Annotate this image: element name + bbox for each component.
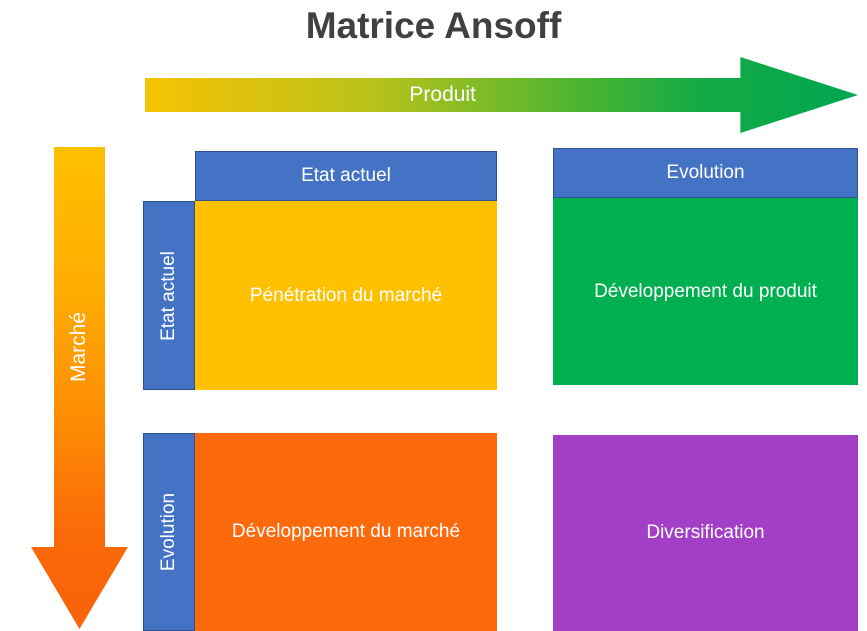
- row-header-etat-actuel: Etat actuel: [143, 201, 195, 390]
- quadrant-market-development: Développement du marché: [195, 433, 497, 631]
- quadrant-market-penetration: Pénétration du marché: [195, 201, 497, 390]
- quadrant-diversification: Diversification: [553, 435, 858, 631]
- market-axis-arrow: Marché: [31, 147, 128, 629]
- product-axis-arrow: Produit: [145, 57, 858, 133]
- column-header-evolution: Evolution: [553, 148, 858, 198]
- row-header-etat-actuel-text: Etat actuel: [158, 250, 179, 341]
- row-header-evolution: Evolution: [143, 433, 195, 631]
- product-axis-label: Produit: [409, 83, 476, 106]
- market-axis-label-text: Marché: [67, 312, 91, 383]
- market-axis-label: Marché: [31, 147, 128, 547]
- row-header-evolution-text: Evolution: [158, 492, 180, 572]
- quadrant-product-development: Développement du produit: [553, 198, 858, 385]
- column-header-etat-actuel: Etat actuel: [195, 151, 497, 201]
- page-title: Matrice Ansoff: [305, 5, 562, 46]
